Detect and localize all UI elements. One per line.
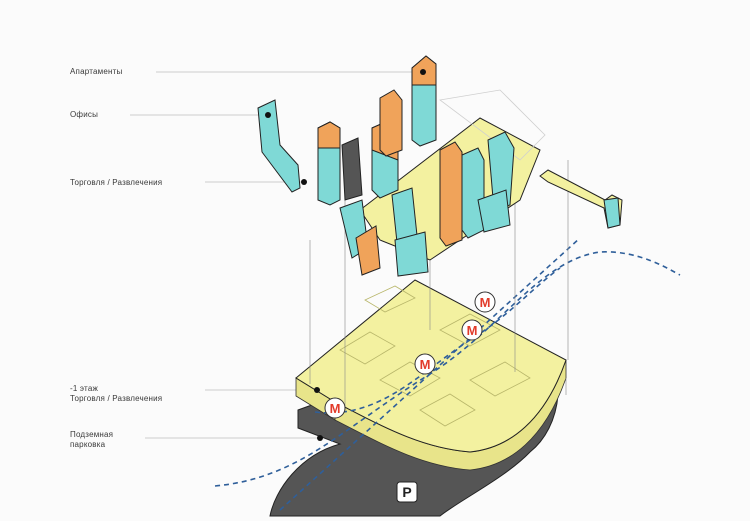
metro-stations: M M M M: [324, 291, 496, 419]
footprint-2: [379, 361, 441, 397]
footprint-5: [419, 393, 476, 427]
metro-routes: [214, 237, 681, 511]
label-parking-line1: Подземная: [70, 430, 114, 439]
label-parking-line2: парковка: [70, 440, 106, 449]
metro-symbol: M: [420, 357, 431, 372]
tower-3: [379, 89, 403, 157]
dot-offices: [265, 112, 271, 118]
label-minus1-floor: -1 этаж Торговля / Развлечения: [70, 384, 162, 404]
dot-apartments: [420, 69, 426, 75]
label-apartments: Апартаменты: [70, 67, 123, 76]
metro-station-3[interactable]: M: [414, 353, 436, 375]
tower-dark: [341, 137, 363, 201]
metro-line-c: [314, 267, 561, 414]
metro-station-4[interactable]: M: [324, 397, 346, 419]
dot-parking: [317, 435, 323, 441]
label-minus1-line2: Торговля / Развлечения: [70, 394, 163, 403]
parking-sign: P: [402, 484, 411, 500]
footprint-1: [339, 331, 396, 365]
retail-block-2: [355, 225, 381, 276]
retail-block-5: [477, 189, 511, 233]
metro-line-b: [214, 251, 681, 487]
metro-symbol: M: [467, 323, 478, 338]
metro-station-1[interactable]: M: [474, 291, 496, 313]
metro-pin-icon: [414, 353, 436, 375]
label-retail: Торговля / Развлечения: [70, 178, 163, 187]
tower-5: [461, 147, 485, 239]
parking-sign-box: [396, 481, 418, 503]
remote-building: [539, 169, 623, 229]
label-minus1-line1: -1 этаж: [70, 384, 99, 393]
retail-block-4: [394, 231, 429, 277]
metro-station-2[interactable]: M: [461, 319, 483, 341]
metro-symbol: M: [480, 295, 491, 310]
metro-pin-icon: [461, 319, 483, 341]
footprint-4: [469, 361, 531, 397]
footprint-3: [439, 313, 501, 347]
office-block-left: [257, 99, 301, 193]
remote-building-tower: [603, 197, 621, 229]
dot-retail: [301, 179, 307, 185]
metro-symbol: M: [330, 401, 341, 416]
level-markers: [265, 69, 426, 441]
metro-pin-icon: [474, 291, 496, 313]
metro-pin-icon: [324, 397, 346, 419]
label-offices: Офисы: [70, 110, 99, 119]
tower-4: [439, 141, 463, 247]
label-parking: Подземная парковка: [70, 430, 113, 450]
tower-1-top: [317, 121, 341, 149]
dot-minus1: [314, 387, 320, 393]
minus1-footprints: [339, 285, 531, 427]
footprint-6: [364, 285, 416, 313]
